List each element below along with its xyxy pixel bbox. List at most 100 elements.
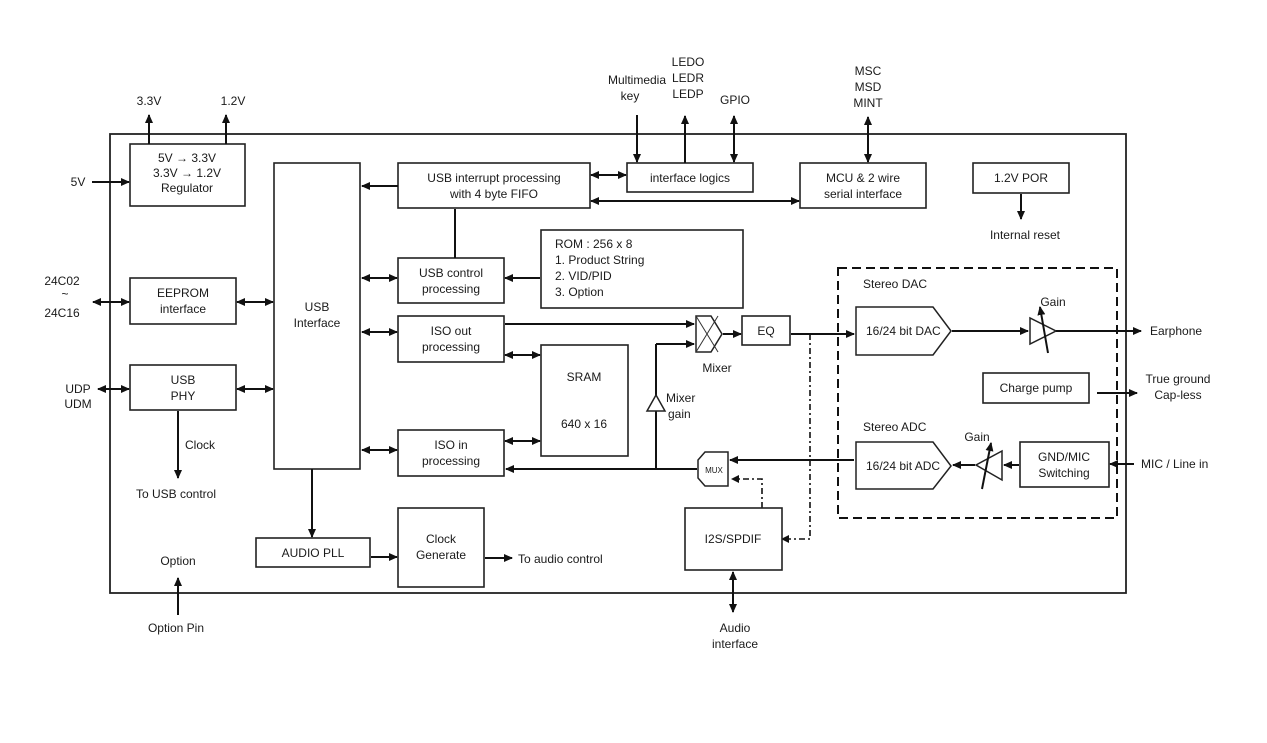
audio-pll-block: AUDIO PLL xyxy=(255,537,371,568)
usb-control-block: USB control processing xyxy=(397,257,505,304)
option-pin-label: Option Pin xyxy=(148,621,204,635)
iso-in-block: ISO in processing xyxy=(397,429,505,477)
iso-out-block: ISO out processing xyxy=(397,315,505,363)
gpio-label: GPIO xyxy=(720,93,750,107)
usb-interface-line-2: Interface xyxy=(294,316,341,330)
iso-out-line-2: processing xyxy=(422,340,480,354)
ledo-label: LEDO xyxy=(672,55,705,69)
gnd-mic-switching-block: GND/MIC Switching xyxy=(1019,441,1110,488)
audio-pll-label: AUDIO PLL xyxy=(282,546,345,560)
dac-gain-adjust-icon xyxy=(1037,306,1049,354)
rom-line-3: 2. VID/PID xyxy=(555,269,612,283)
mixer-gain-triangle-icon xyxy=(645,393,667,412)
usb-phy-line-2: PHY xyxy=(171,389,196,403)
stereo-codec-region xyxy=(837,267,1118,519)
v33-label: 3.3V xyxy=(137,94,162,108)
mixer-label: Mixer xyxy=(702,361,731,375)
stereo-dac-label: Stereo DAC xyxy=(863,277,927,291)
adc-gain-adjust-icon xyxy=(981,442,994,490)
interface-logics-label: interface logics xyxy=(650,171,730,185)
clock-generate-block: Clock Generate xyxy=(397,507,485,588)
option-label: Option xyxy=(160,554,195,568)
eeprom-interface-block: EEPROM interface xyxy=(129,277,237,325)
v12-label: 1.2V xyxy=(221,94,246,108)
gnd-mic-line-2: Switching xyxy=(1038,466,1089,480)
multimedia-label: Multimedia xyxy=(608,73,666,87)
iso-out-line-1: ISO out xyxy=(431,324,472,338)
ledp-label: LEDP xyxy=(672,87,703,101)
v5-label: 5V xyxy=(71,175,86,189)
usb-phy-line-1: USB xyxy=(171,373,196,387)
dac-block: 16/24 bit DAC xyxy=(855,306,952,356)
mux-dashdot-arrowhead xyxy=(731,475,739,483)
usb-interrupt-block: USB interrupt processing with 4 byte FIF… xyxy=(397,162,591,209)
gnd-mic-line-1: GND/MIC xyxy=(1038,450,1090,464)
interface-label: interface xyxy=(712,637,758,651)
mcu-line-1: MCU & 2 wire xyxy=(826,171,900,185)
usb-control-line-2: processing xyxy=(422,282,480,296)
msd-label: MSD xyxy=(855,80,882,94)
i2s-spdif-label: I2S/SPDIF xyxy=(705,532,762,546)
i2s-to-mux-dashdot xyxy=(738,478,763,508)
adc-label: 16/24 bit ADC xyxy=(866,459,940,473)
eeprom-line-2: interface xyxy=(160,302,206,316)
mic-line-in-label: MIC / Line in xyxy=(1141,457,1208,471)
to-usb-control-label: To USB control xyxy=(136,487,216,501)
rom-line-4: 3. Option xyxy=(555,285,604,299)
true-ground-label: True ground xyxy=(1146,372,1211,386)
charge-pump-label: Charge pump xyxy=(1000,381,1073,395)
usb-interface-block: USB Interface xyxy=(273,162,361,470)
mixer-block xyxy=(695,315,723,353)
mcu-line-2: serial interface xyxy=(824,187,902,201)
audio-label: Audio xyxy=(720,621,751,635)
rom-line-2: 1. Product String xyxy=(555,253,644,267)
usb-phy-block: USB PHY xyxy=(129,364,237,411)
adc-block: 16/24 bit ADC xyxy=(855,441,952,490)
adc-gain-label: Gain xyxy=(964,430,989,444)
eeprom-24c16-label: 24C16 xyxy=(44,306,80,320)
usb-interrupt-line-1: USB interrupt processing xyxy=(427,171,560,185)
iso-in-line-2: processing xyxy=(422,454,480,468)
mixer-gain-line-1: Mixer xyxy=(666,391,695,405)
rom-block: ROM : 256 x 8 1. Product String 2. VID/P… xyxy=(540,229,744,309)
cap-less-label: Cap-less xyxy=(1154,388,1201,402)
eq-label: EQ xyxy=(757,324,774,338)
dac-label: 16/24 bit DAC xyxy=(866,324,941,338)
clock-label: Clock xyxy=(185,438,216,452)
clock-gen-line-1: Clock xyxy=(426,532,457,546)
regulator-line-1: 5V → 3.3V xyxy=(158,151,216,165)
dac-gain-label: Gain xyxy=(1040,295,1065,309)
eeprom-line-1: EEPROM xyxy=(157,286,209,300)
stereo-adc-label: Stereo ADC xyxy=(863,420,927,434)
clock-gen-line-2: Generate xyxy=(416,548,466,562)
earphone-label: Earphone xyxy=(1150,324,1202,338)
udm-label: UDM xyxy=(64,397,91,411)
usb-interrupt-line-2: with 4 byte FIFO xyxy=(449,187,538,201)
mcu-block: MCU & 2 wire serial interface xyxy=(799,162,927,209)
mux-block: MUX xyxy=(697,451,729,487)
usb-interface-line-1: USB xyxy=(305,300,330,314)
eeprom-24c02-label: 24C02 xyxy=(44,274,80,288)
charge-pump-block: Charge pump xyxy=(982,372,1090,404)
interface-logics-block: interface logics xyxy=(626,162,754,193)
mixer-gain-line-2: gain xyxy=(668,407,691,421)
eq-to-i2s-dashdot xyxy=(786,334,811,540)
msc-label: MSC xyxy=(855,64,882,78)
udp-label: UDP xyxy=(65,382,90,396)
eq-block: EQ xyxy=(741,315,791,346)
regulator-block: 5V → 3.3V 3.3V → 1.2V Regulator xyxy=(129,143,246,207)
ledr-label: LEDR xyxy=(672,71,704,85)
sram-size-label: 640 x 16 xyxy=(561,417,607,431)
iso-in-line-1: ISO in xyxy=(434,438,467,452)
sram-block: SRAM 640 x 16 xyxy=(540,344,629,457)
regulator-line-3: Regulator xyxy=(161,181,213,195)
i2s-dashdot-arrowhead xyxy=(781,535,789,543)
chip-boundary xyxy=(109,133,1127,594)
eeprom-range-label: ~ xyxy=(61,287,68,301)
to-audio-control-label: To audio control xyxy=(518,552,603,566)
sram-label: SRAM xyxy=(567,370,602,384)
key-label: key xyxy=(621,89,640,103)
por-label: 1.2V POR xyxy=(994,171,1048,185)
usb-control-line-1: USB control xyxy=(419,266,483,280)
